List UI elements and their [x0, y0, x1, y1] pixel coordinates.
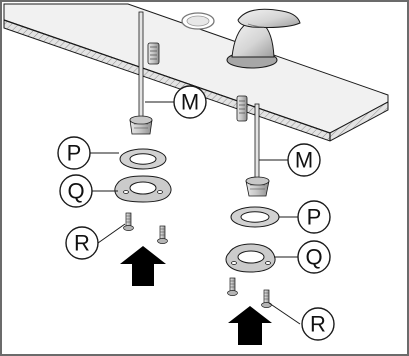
left-screw-2 — [157, 225, 168, 244]
svg-text:M: M — [295, 148, 313, 173]
left-bracket — [114, 175, 172, 203]
right-supply-line — [236, 95, 270, 197]
faucet-handle-icon — [226, 8, 301, 69]
right-up-arrow-icon — [228, 306, 272, 345]
left-screw-1 — [123, 212, 134, 231]
svg-text:P: P — [307, 205, 322, 230]
callout-r-right: R — [301, 307, 335, 341]
left-supply-line — [129, 11, 160, 135]
svg-text:Q: Q — [67, 179, 84, 204]
callout-q-right: Q — [297, 240, 331, 274]
svg-text:M: M — [181, 90, 199, 115]
svg-text:Q: Q — [305, 245, 322, 270]
svg-text:P: P — [67, 141, 82, 166]
callout-m-right: M — [287, 143, 321, 177]
left-up-arrow-icon — [120, 246, 166, 286]
svg-text:R: R — [74, 231, 90, 256]
callout-q-left: Q — [59, 174, 93, 208]
svg-text:R: R — [310, 312, 326, 337]
callout-m-left: M — [173, 85, 207, 119]
right-bracket — [225, 243, 276, 273]
countertop — [3, 3, 389, 142]
callout-p-left: P — [57, 136, 91, 170]
callout-r-left: R — [65, 226, 99, 260]
callout-leaders — [90, 101, 301, 325]
right-screw-1 — [227, 277, 238, 296]
callout-p-right: P — [297, 200, 331, 234]
